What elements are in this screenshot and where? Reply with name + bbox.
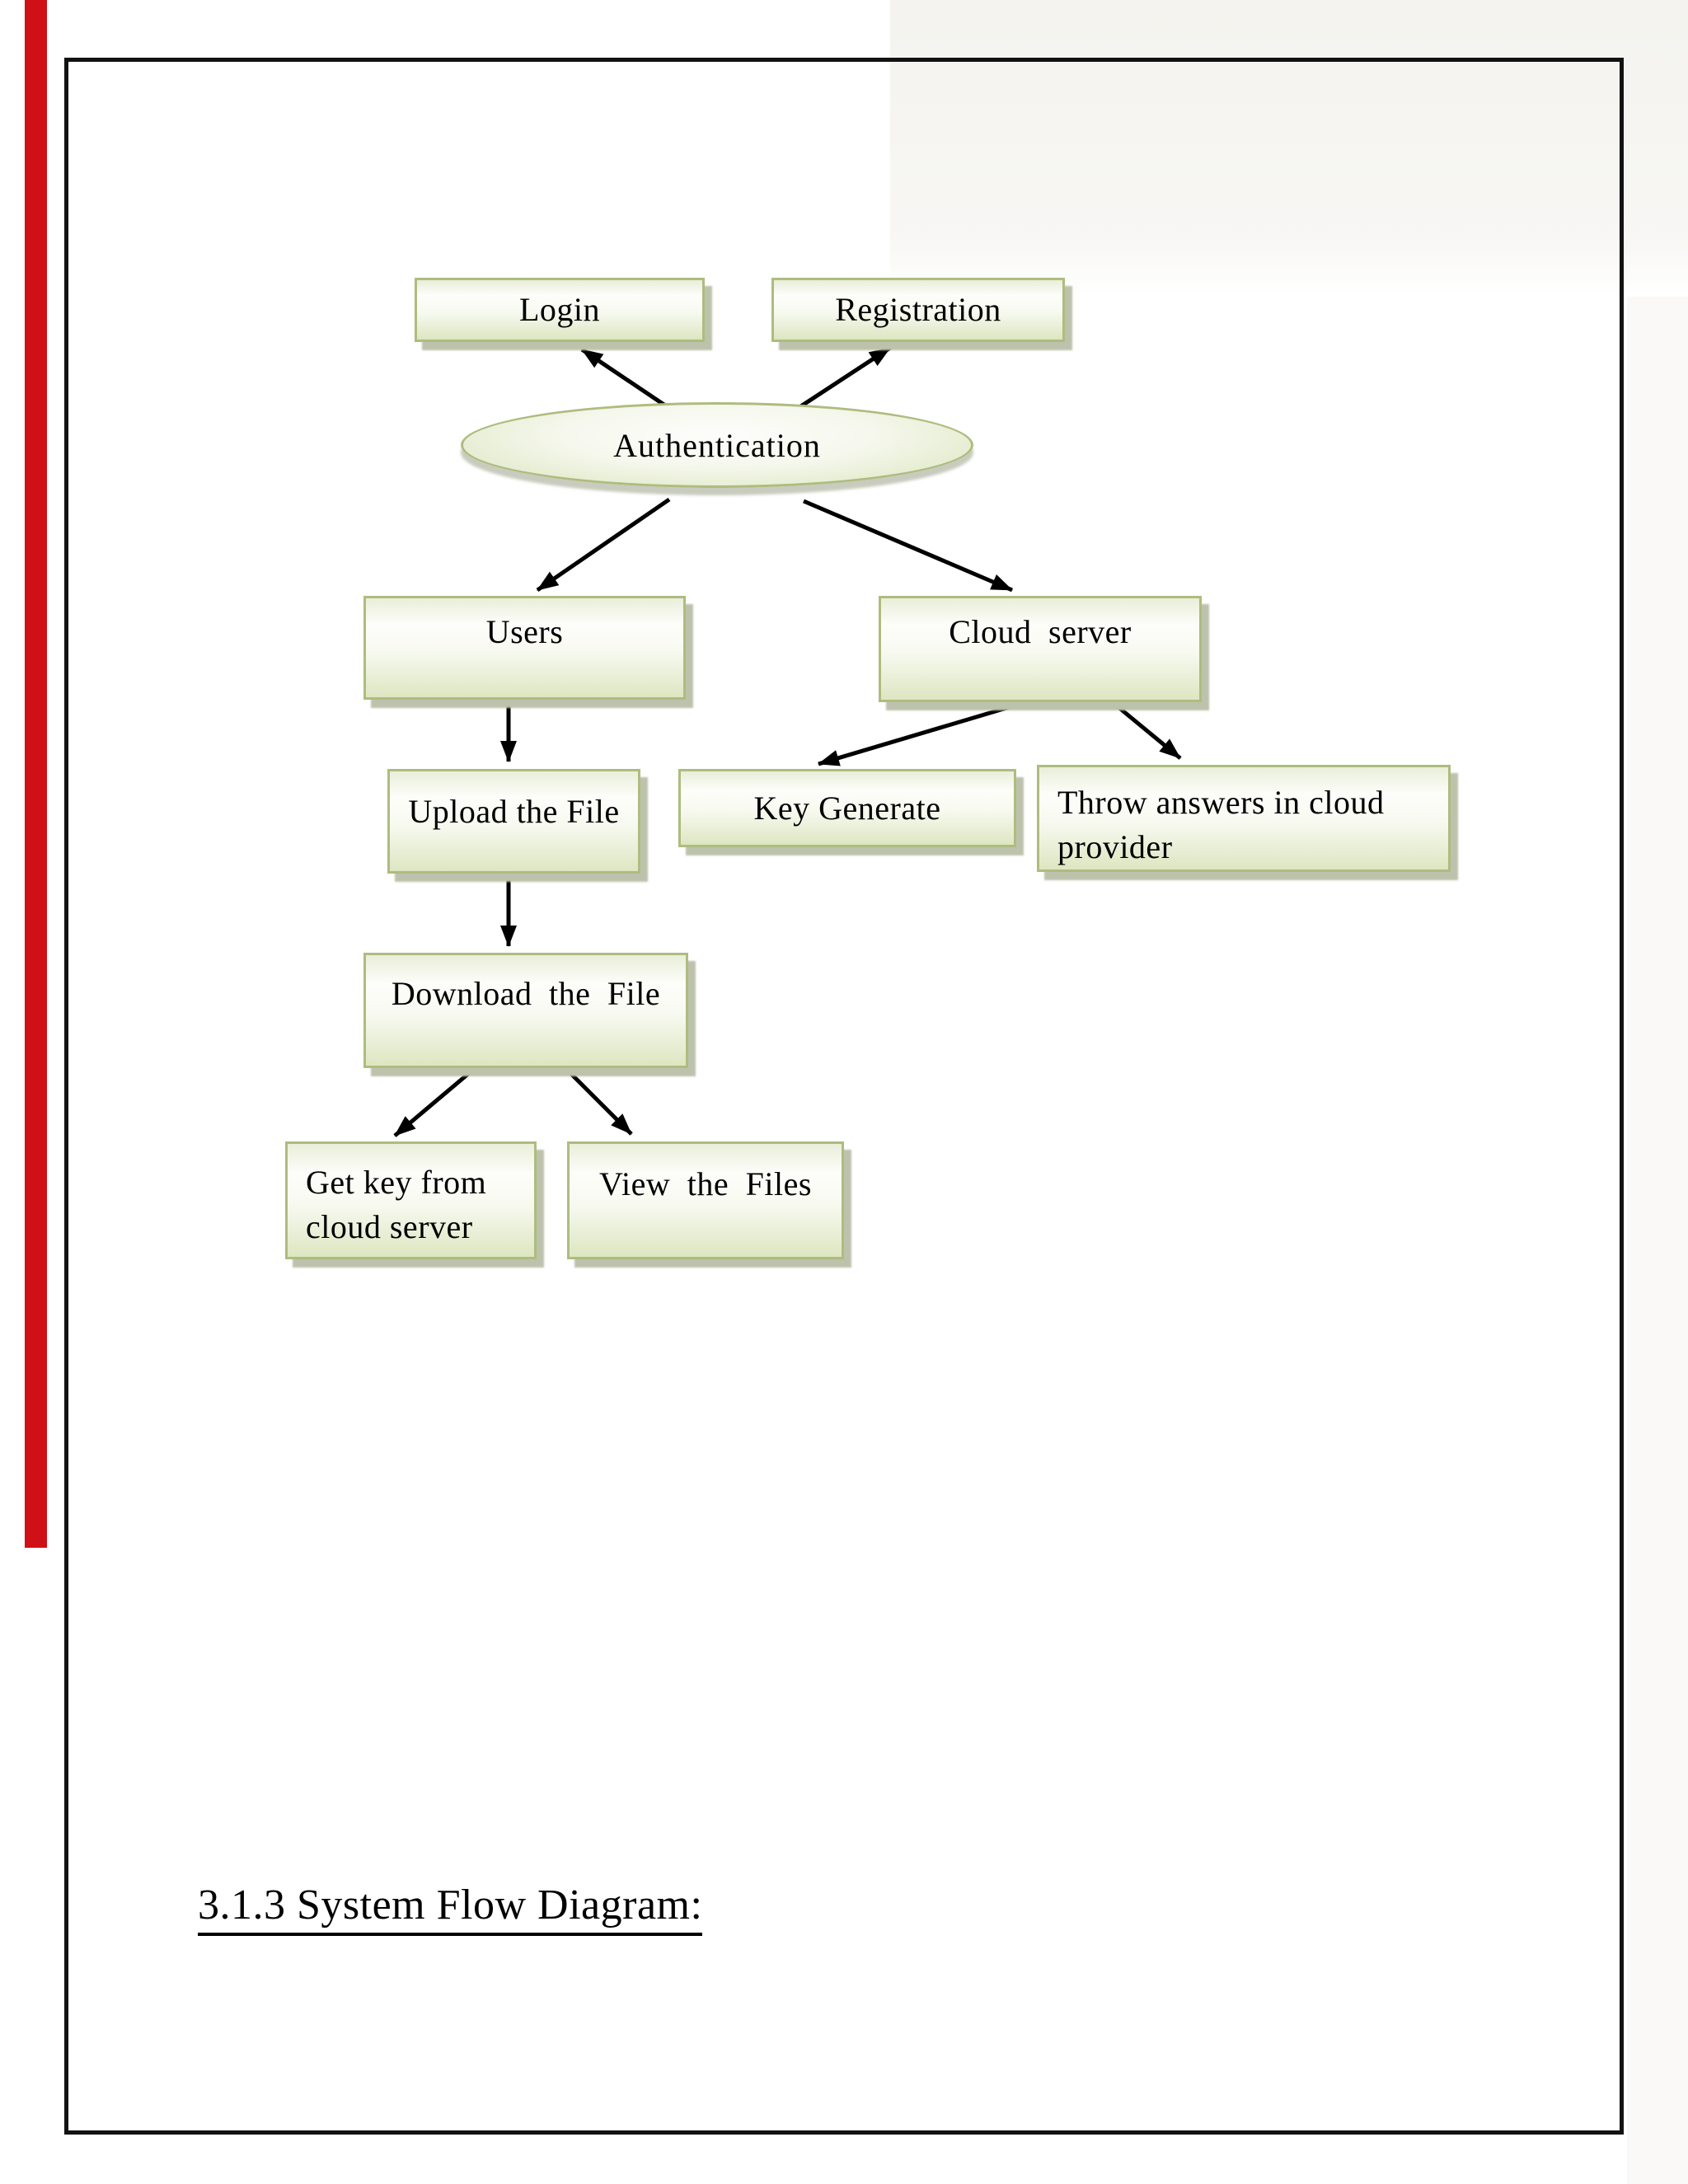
node-login-label: Login: [518, 291, 601, 328]
arrow-auth-to-cloud-server: [803, 499, 1013, 593]
arrow-auth-to-users: [536, 497, 671, 593]
node-registration-label: Registration: [835, 291, 1001, 328]
node-get-key: Get key from cloud server: [285, 1141, 537, 1259]
section-heading: 3.1.3 System Flow Diagram:: [198, 1881, 703, 1936]
node-upload-file: Upload the File: [387, 769, 640, 874]
node-download-file-label: Download the File: [391, 975, 661, 1012]
node-key-generate: Key Generate: [678, 769, 1016, 847]
node-authentication: Authentication: [461, 402, 973, 488]
node-registration: Registration: [771, 278, 1065, 342]
node-view-files-label: View the Files: [599, 1165, 812, 1202]
node-authentication-label: Authentication: [613, 426, 821, 464]
node-download-file: Download the File: [363, 953, 688, 1068]
red-margin-bar: [25, 0, 47, 1548]
node-view-files: View the Files: [567, 1141, 844, 1259]
arrow-download-to-get-key: [393, 1068, 475, 1137]
node-cloud-server: Cloud server: [879, 596, 1202, 702]
page-border-frame: [64, 58, 1624, 2135]
arrow-cloud-to-key-generate: [818, 701, 1021, 766]
node-throw-answers: Throw answers in cloud provider: [1037, 765, 1451, 872]
arrow-auth-to-login: [580, 347, 674, 413]
node-cloud-server-label: Cloud server: [949, 613, 1132, 650]
arrow-auth-to-registration: [795, 345, 892, 411]
page-scan-tint: [890, 0, 1688, 297]
arrow-download-to-view-files: [565, 1068, 633, 1136]
node-upload-file-label: Upload the File: [408, 793, 620, 830]
node-login: Login: [415, 278, 705, 342]
page-scan-tint-right: [1627, 297, 1688, 2184]
node-users: Users: [363, 596, 686, 700]
node-get-key-label: Get key from cloud server: [306, 1164, 487, 1245]
node-key-generate-label: Key Generate: [753, 789, 941, 827]
node-users-label: Users: [485, 613, 564, 650]
node-throw-answers-label: Throw answers in cloud provider: [1057, 784, 1385, 865]
arrow-cloud-to-throw-answers: [1113, 702, 1182, 760]
